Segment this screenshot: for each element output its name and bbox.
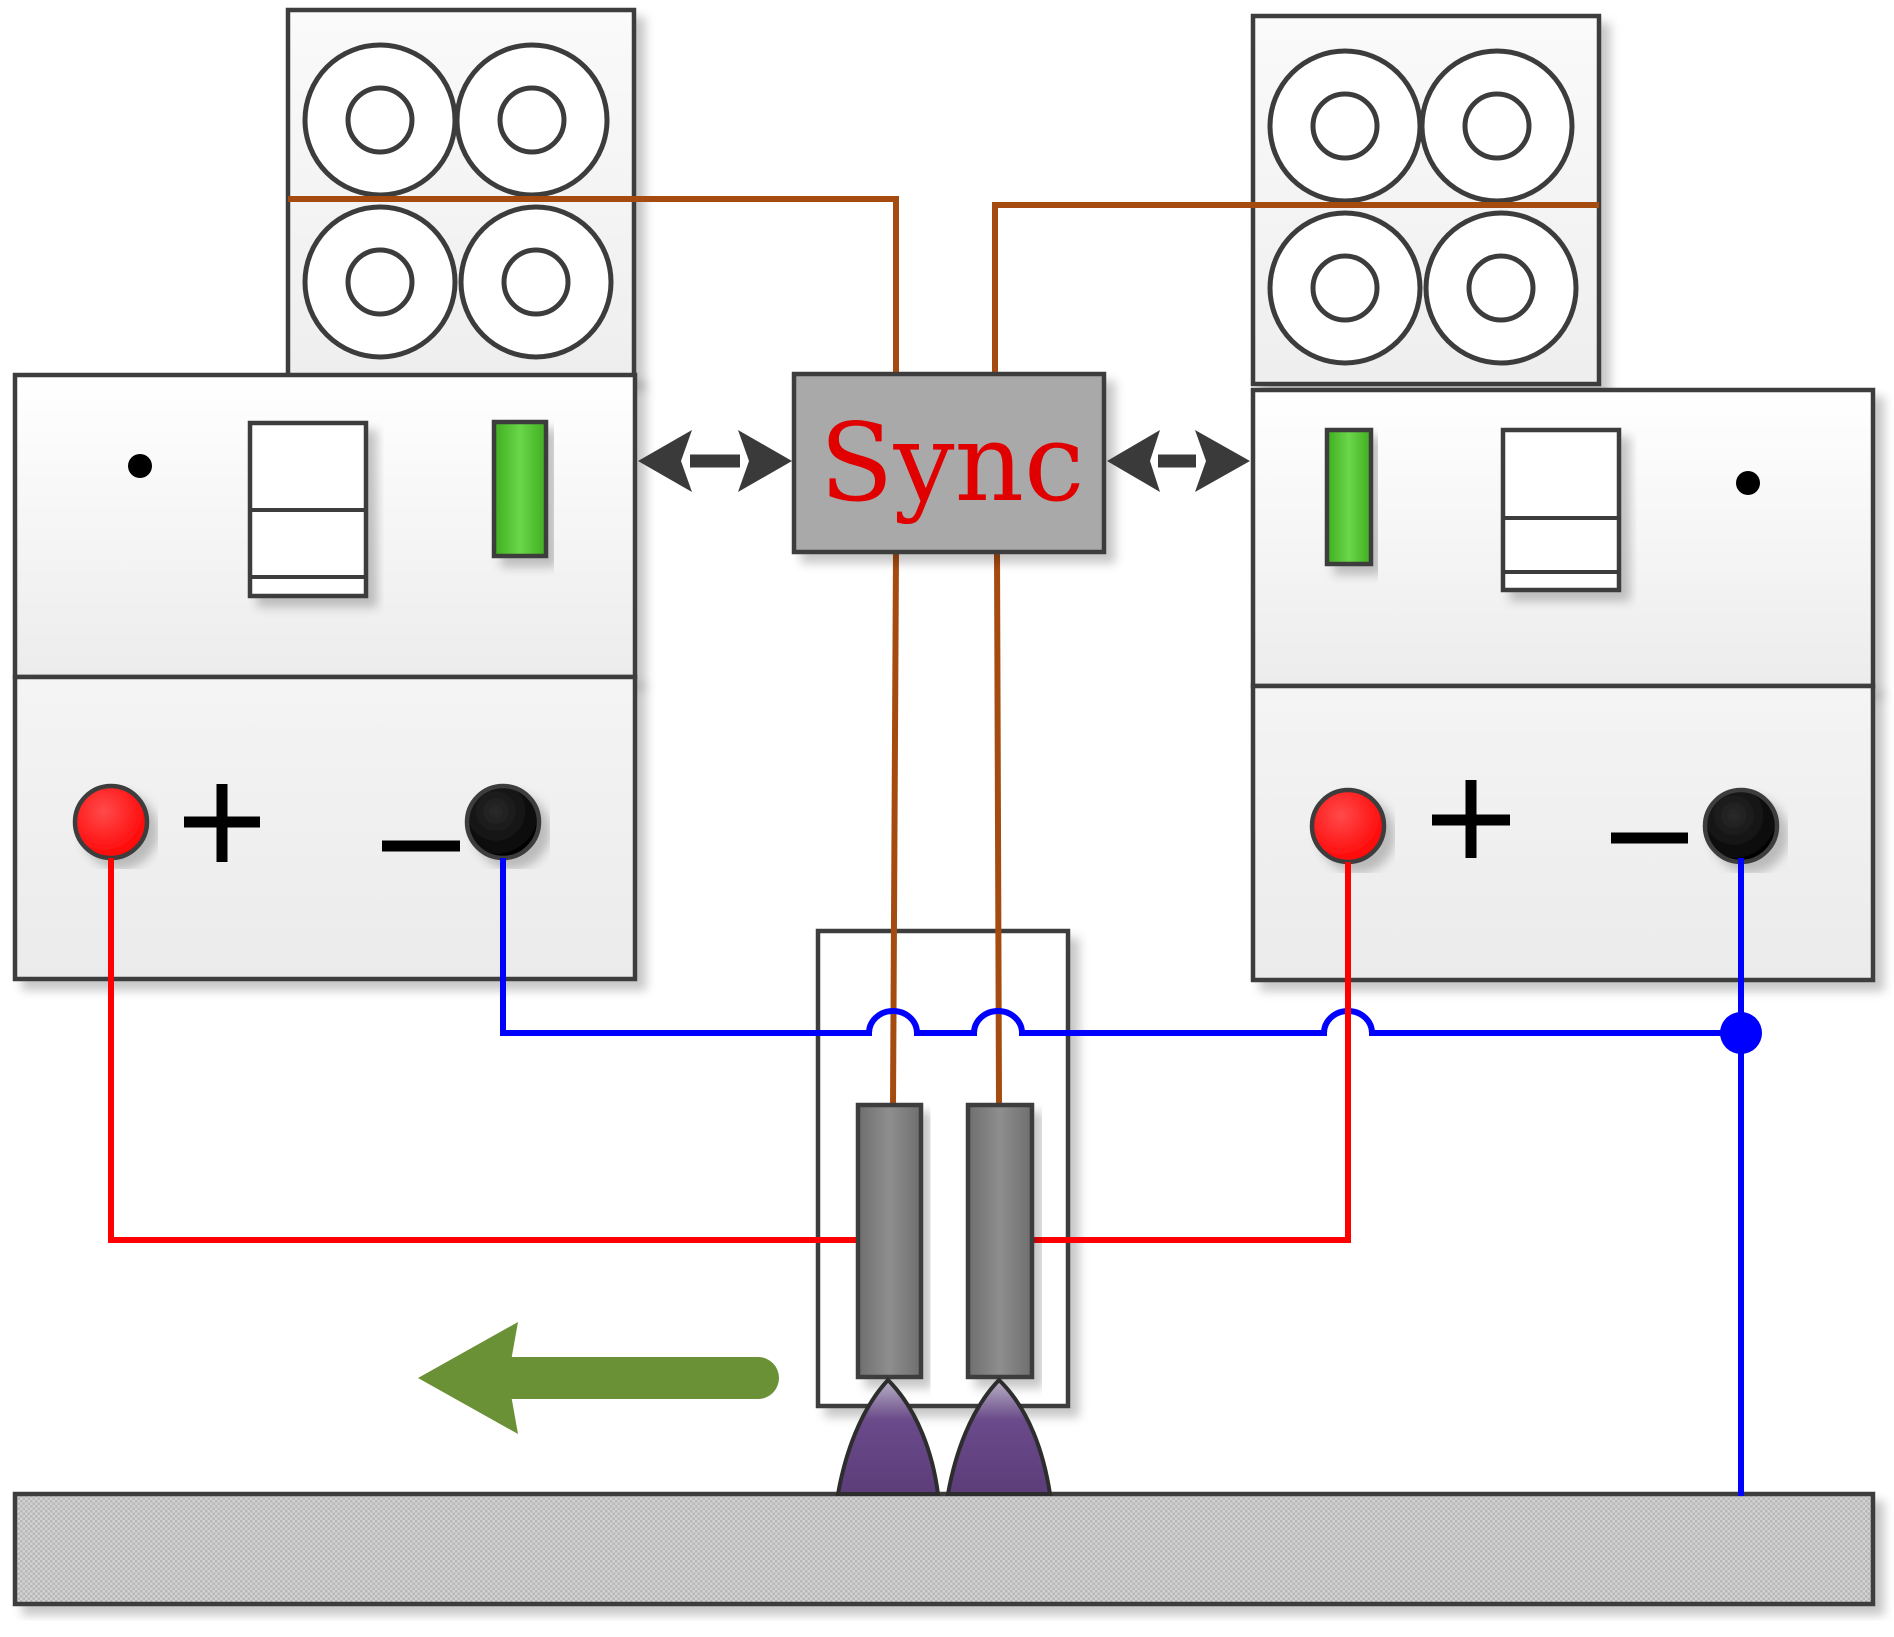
- left-indicator-dot: [128, 454, 152, 478]
- sync-box: [791, 371, 1107, 555]
- trail-arc: [945, 1377, 1053, 1496]
- workpiece: [12, 1491, 1876, 1607]
- right-status-light: [1324, 427, 1374, 567]
- right-feed-roller-icon: [1267, 48, 1423, 204]
- right-positive-line: [1032, 862, 1351, 1243]
- left-plus-icon: [184, 784, 260, 862]
- wire-junction-node: [1720, 1012, 1762, 1054]
- right-negative-terminal: [1702, 787, 1780, 865]
- right-feed-roller-icon: [1267, 210, 1423, 366]
- right-feed-roller-icon: [1419, 48, 1575, 204]
- left-positive-terminal: [72, 783, 150, 861]
- right-feed-roller-icon: [1423, 210, 1579, 366]
- sync-controller: Sync: [791, 371, 1107, 555]
- left-feed-roller-icon: [302, 204, 458, 360]
- left-status-light: [491, 419, 549, 559]
- right-wire-feeder: [1250, 13, 1602, 387]
- left-feed-roller-icon: [302, 42, 458, 198]
- right-power-source: [1250, 387, 1876, 983]
- left-negative-terminal: [464, 783, 542, 861]
- left-feed-roller-icon: [458, 204, 614, 360]
- left-display-icon: [247, 420, 369, 599]
- left-feed-roller-icon: [454, 42, 610, 198]
- left-power-source: [12, 372, 638, 982]
- right-sync-link-double-arrow-icon: [1107, 430, 1250, 492]
- sync-label: Sync: [819, 401, 1084, 526]
- right-indicator-dot: [1736, 471, 1760, 495]
- left-positive-line: [108, 858, 858, 1243]
- right-display-icon: [1500, 427, 1622, 593]
- left-sync-link-double-arrow-icon: [638, 430, 792, 492]
- trail-torch: [965, 1102, 1035, 1380]
- lead-torch: [855, 1102, 924, 1380]
- right-plus-icon: [1432, 780, 1510, 858]
- lead-arc: [835, 1377, 941, 1496]
- left-wire-feeder: [285, 7, 637, 381]
- right-positive-terminal: [1309, 787, 1387, 865]
- travel-direction-arrow-left-icon: [418, 1322, 779, 1434]
